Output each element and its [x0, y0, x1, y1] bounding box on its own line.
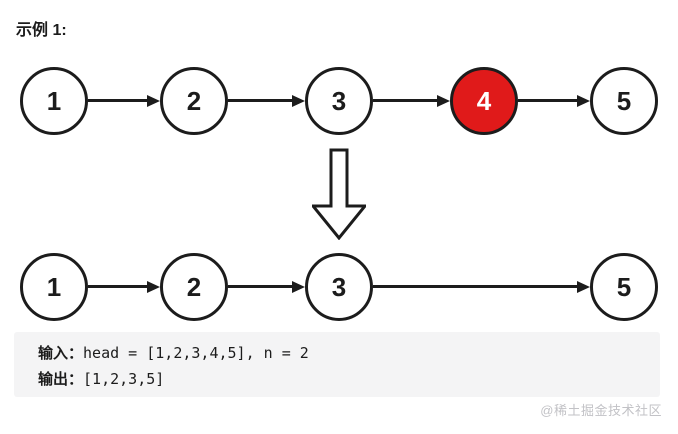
before-node-5: 5 — [590, 67, 658, 135]
before-node-4-highlighted: 4 — [450, 67, 518, 135]
arrow-right-icon — [518, 94, 590, 107]
before-node-3: 3 — [305, 67, 373, 135]
input-value: head = [1,2,3,4,5], n = 2 — [83, 344, 309, 362]
after-node-3: 3 — [305, 253, 373, 321]
arrow-right-icon — [88, 280, 160, 293]
arrow-right-icon — [373, 94, 450, 107]
transform-down-arrow-icon — [312, 148, 366, 240]
before-node-1: 1 — [20, 67, 88, 135]
arrow-right-icon — [228, 280, 305, 293]
input-line: 输入：head = [1,2,3,4,5], n = 2 — [38, 340, 660, 366]
after-node-2: 2 — [160, 253, 228, 321]
io-box: 输入：head = [1,2,3,4,5], n = 2 输出：[1,2,3,5… — [14, 332, 660, 397]
watermark: @稀土掘金技术社区 — [540, 403, 662, 418]
after-node-5: 5 — [590, 253, 658, 321]
output-label: 输出： — [38, 372, 84, 388]
example-title: 示例 1: — [16, 22, 67, 39]
arrow-right-icon — [88, 94, 160, 107]
arrow-right-icon — [373, 280, 590, 293]
after-node-1: 1 — [20, 253, 88, 321]
output-value: [1,2,3,5] — [83, 370, 165, 388]
before-node-2: 2 — [160, 67, 228, 135]
arrow-right-icon — [228, 94, 305, 107]
output-line: 输出：[1,2,3,5] — [38, 366, 660, 392]
input-label: 输入： — [38, 346, 84, 362]
